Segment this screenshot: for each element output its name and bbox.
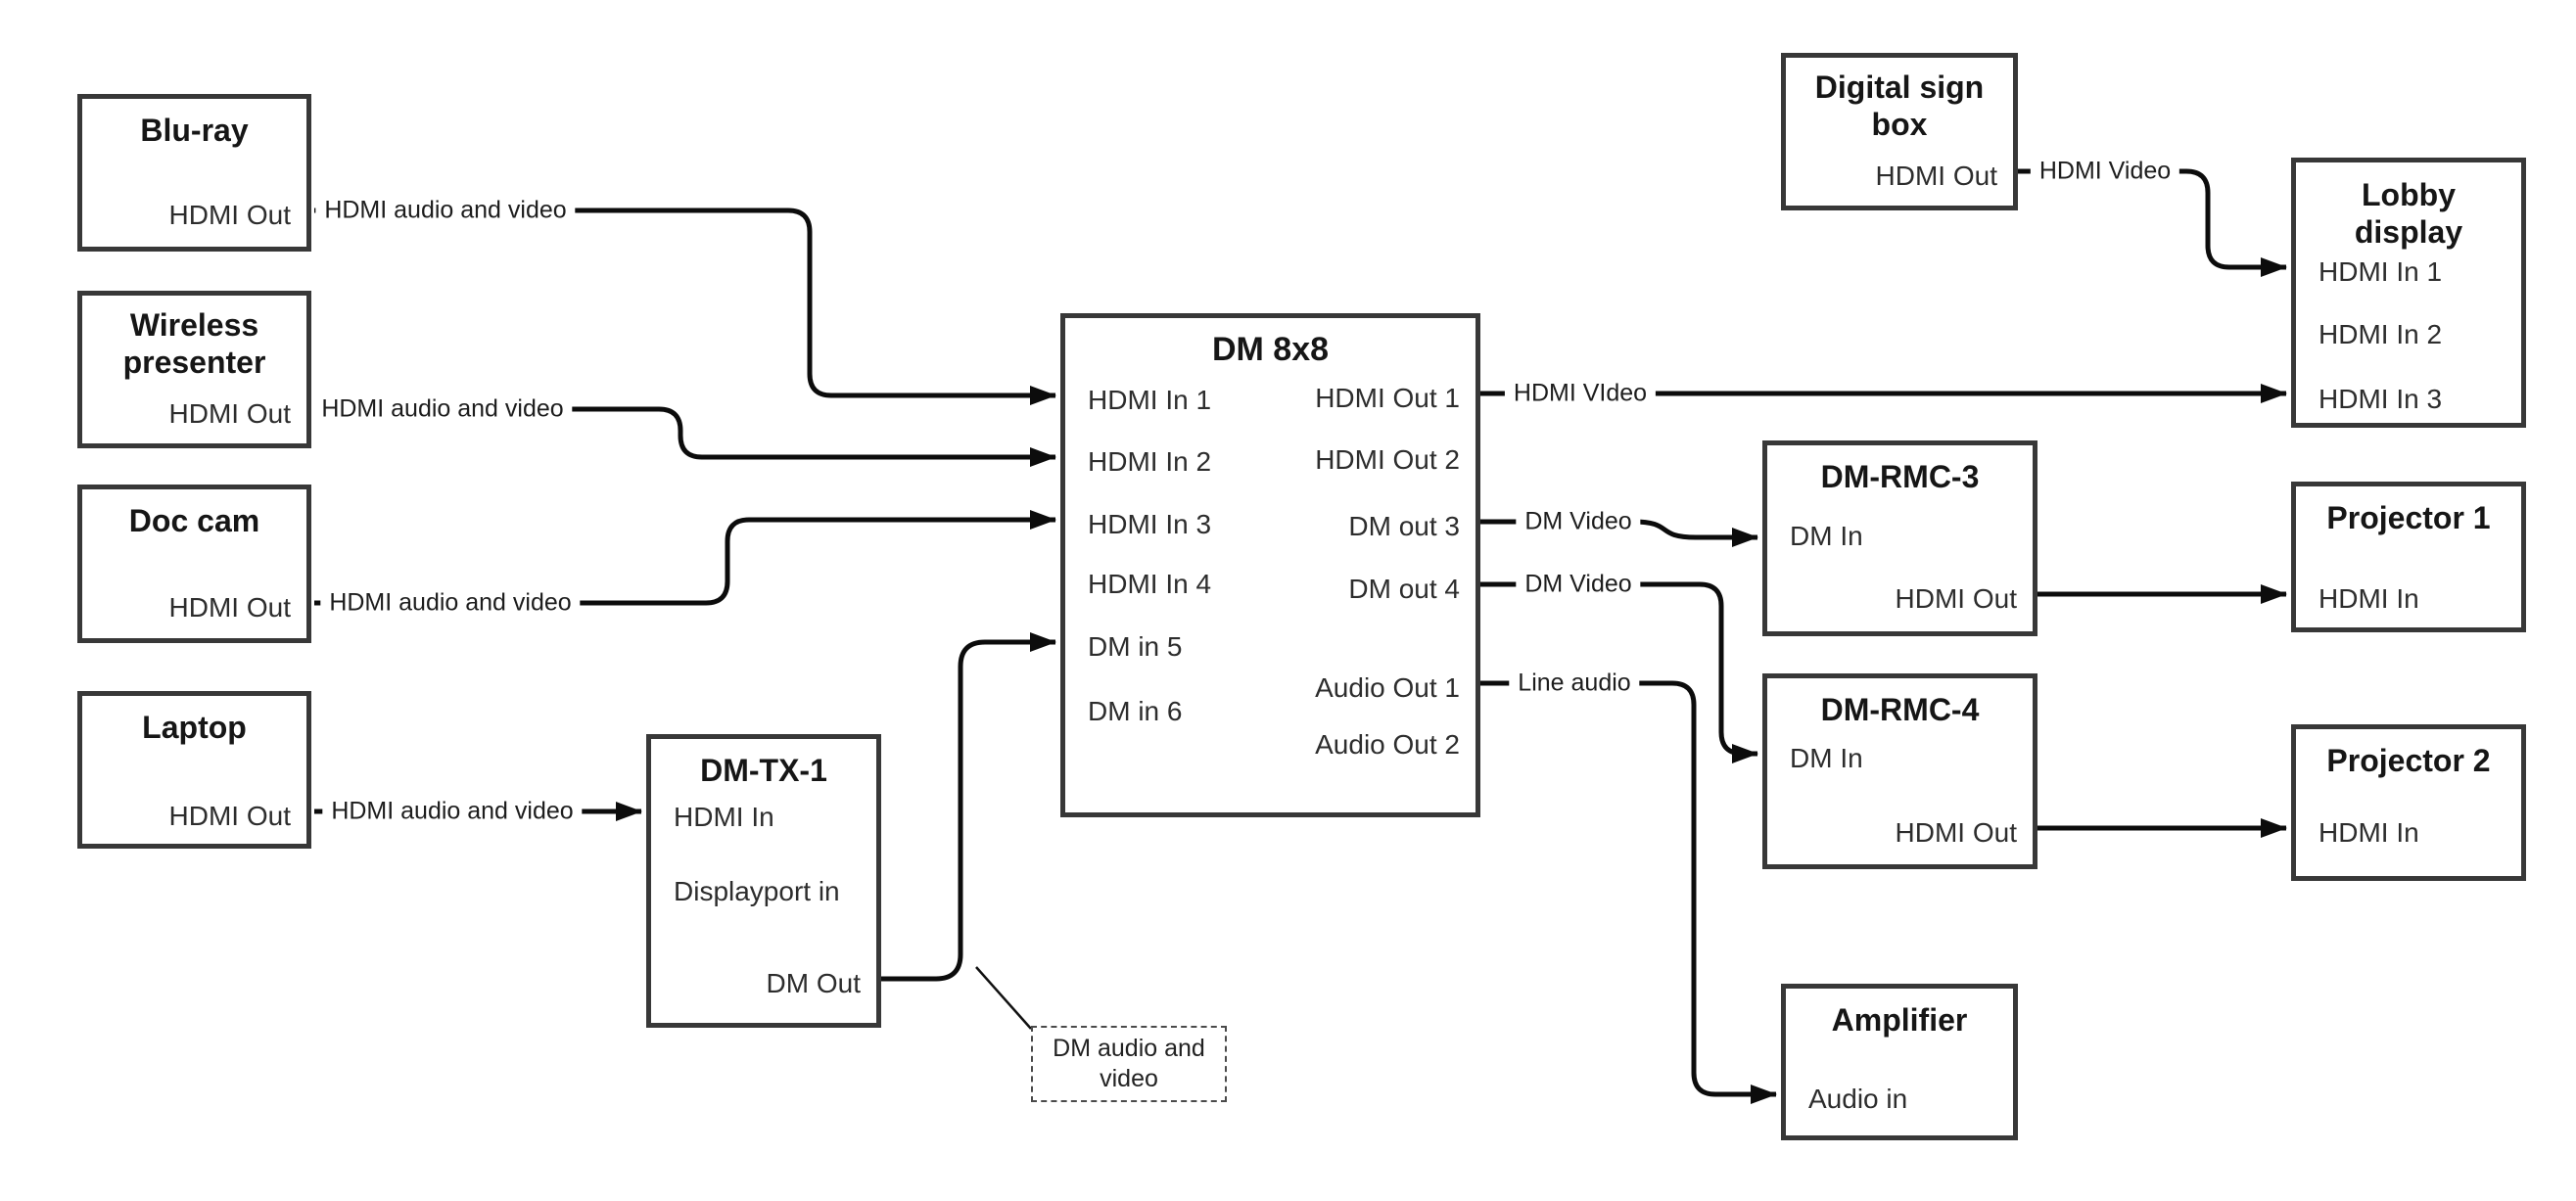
node-title: Projector 2 — [2326, 743, 2491, 778]
port-dm-out-3: DM out 3 — [1348, 511, 1460, 541]
edge-label-doccam: HDMI audio and video — [320, 585, 581, 621]
port-hdmi-out: HDMI Out — [168, 398, 291, 429]
port-hdmi-in: HDMI In — [2318, 817, 2419, 848]
node-laptop: Laptop HDMI Out — [77, 691, 311, 849]
node-blu-ray: Blu-ray HDMI Out — [77, 94, 311, 252]
port-hdmi-out: HDMI Out — [168, 801, 291, 831]
port-hdmi-out-1: HDMI Out 1 — [1315, 383, 1460, 413]
edge-label-hdmi-video-out1: HDMI VIdeo — [1504, 376, 1657, 411]
port-hdmi-out: HDMI Out — [1895, 817, 2017, 848]
port-audio-out-2: Audio Out 2 — [1315, 729, 1460, 760]
node-title: DM-TX-1 — [700, 753, 827, 788]
node-amplifier: Amplifier Audio in — [1781, 984, 2018, 1140]
note-dm-audio-video: DM audio and video — [1031, 1026, 1227, 1102]
edge-label-dm-video-out4: DM Video — [1516, 567, 1641, 602]
node-dm-tx-1: DM-TX-1 HDMI In Displayport in DM Out — [646, 734, 881, 1028]
port-hdmi-in-2: HDMI In 2 — [2318, 319, 2443, 349]
port-hdmi-in-3: HDMI In 3 — [2318, 384, 2443, 414]
node-dm-8x8: DM 8x8 HDMI In 1 HDMI In 2 HDMI In 3 HDM… — [1060, 313, 1480, 817]
edge-label-laptop: HDMI audio and video — [322, 794, 583, 829]
node-title: Projector 1 — [2326, 500, 2491, 535]
wire-dmtx1-dm8x8 — [881, 632, 1056, 982]
node-title: Lobby display — [2354, 177, 2463, 250]
node-dm-rmc-3: DM-RMC-3 DM In HDMI Out — [1762, 440, 2037, 636]
node-title: Wireless presenter — [122, 307, 266, 380]
port-audio-out-1: Audio Out 1 — [1315, 672, 1460, 703]
port-displayport-in: Displayport in — [674, 876, 840, 906]
port-dm-in: DM In — [1790, 743, 1863, 773]
note-leader-line — [975, 966, 1032, 1030]
node-title: Laptop — [142, 710, 247, 745]
note-text: DM audio and video — [1053, 1035, 1205, 1092]
port-hdmi-in: HDMI In — [674, 802, 774, 832]
port-hdmi-out: HDMI Out — [168, 200, 291, 230]
port-dm-in-6: DM in 6 — [1088, 696, 1183, 726]
port-hdmi-out-2: HDMI Out 2 — [1315, 444, 1460, 475]
edge-label-line-audio: Line audio — [1509, 666, 1640, 701]
node-title: Doc cam — [128, 503, 260, 538]
node-dm-rmc-4: DM-RMC-4 DM In HDMI Out — [1762, 673, 2037, 869]
node-title: Amplifier — [1831, 1002, 1968, 1038]
port-hdmi-in-1: HDMI In 1 — [2318, 256, 2443, 287]
edge-label-bluray: HDMI audio and video — [315, 193, 576, 228]
node-projector-1: Projector 1 HDMI In — [2291, 482, 2526, 632]
port-dm-out: DM Out — [766, 968, 861, 998]
node-title: DM 8x8 — [1211, 331, 1330, 368]
node-title: DM-RMC-3 — [1820, 459, 1980, 494]
port-hdmi-in-1: HDMI In 1 — [1088, 385, 1212, 415]
node-wireless-presenter: Wireless presenter HDMI Out — [77, 291, 311, 448]
edge-label-dm-video-out3: DM Video — [1516, 504, 1641, 539]
node-title: Digital sign box — [1814, 69, 1985, 142]
port-hdmi-in-4: HDMI In 4 — [1088, 569, 1212, 599]
node-title: DM-RMC-4 — [1820, 692, 1980, 727]
port-hdmi-out: HDMI Out — [1875, 161, 1997, 191]
node-projector-2: Projector 2 HDMI In — [2291, 724, 2526, 881]
wire-bluray-dm8x8 — [314, 208, 1056, 405]
port-dm-in-5: DM in 5 — [1088, 631, 1183, 662]
port-hdmi-in-2: HDMI In 2 — [1088, 446, 1212, 477]
port-hdmi-out: HDMI Out — [168, 592, 291, 623]
port-audio-in: Audio in — [1808, 1084, 1908, 1114]
port-hdmi-in-3: HDMI In 3 — [1088, 509, 1212, 539]
port-hdmi-out: HDMI Out — [1895, 583, 2017, 614]
edge-label-digital-sign: HDMI Video — [2030, 154, 2180, 189]
wire-dm8x8-amp — [1480, 680, 1777, 1104]
node-doc-cam: Doc cam HDMI Out — [77, 485, 311, 643]
node-lobby-display: Lobby display HDMI In 1 HDMI In 2 HDMI I… — [2291, 158, 2526, 428]
port-dm-out-4: DM out 4 — [1348, 574, 1460, 604]
port-hdmi-in: HDMI In — [2318, 583, 2419, 614]
node-digital-sign-box: Digital sign box HDMI Out — [1781, 53, 2018, 210]
node-title: Blu-ray — [140, 113, 249, 148]
port-dm-in: DM In — [1790, 521, 1863, 551]
edge-label-wireless: HDMI audio and video — [312, 392, 573, 427]
